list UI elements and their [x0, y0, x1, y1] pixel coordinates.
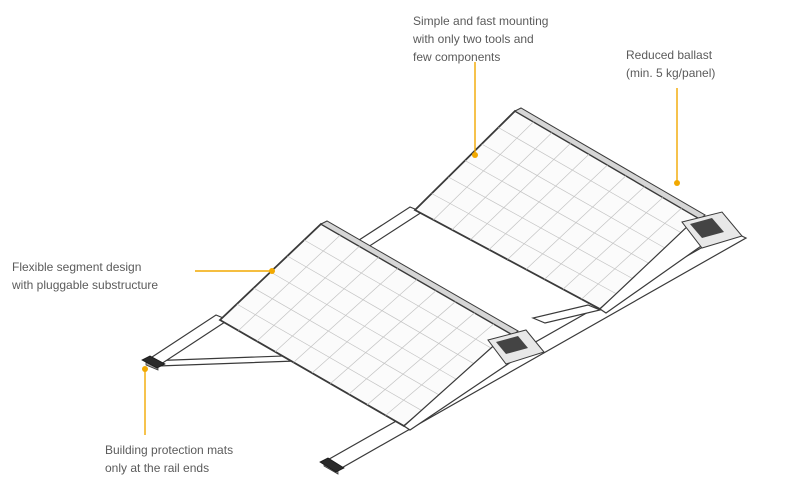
callout-segment-design: Flexible segment design with pluggable s… [12, 258, 158, 294]
leader-dot-segment [269, 268, 275, 274]
callout-mounting: Simple and fast mounting with only two t… [413, 12, 548, 66]
callout-mats-line-2: only at the rail ends [105, 461, 210, 475]
callout-ballast-line-2: (min. 5 kg/panel) [626, 66, 716, 80]
leader-dot-ballast [674, 180, 680, 186]
callout-ballast: Reduced ballast (min. 5 kg/panel) [626, 46, 715, 82]
solar-panel-front [218, 220, 519, 428]
leader-dot-mounting [472, 152, 478, 158]
callout-mounting-line-3: few components [413, 50, 501, 64]
callout-mounting-line-1: Simple and fast mounting [413, 14, 549, 28]
callout-ballast-line-1: Reduced ballast [626, 48, 713, 62]
leader-lines [144, 62, 678, 435]
leader-dots [142, 152, 680, 372]
callout-protection-mats: Building protection mats only at the rai… [105, 441, 233, 477]
protection-mat-front [141, 355, 166, 369]
callout-mats-line-1: Building protection mats [105, 443, 234, 457]
cross-rail-middle [354, 206, 424, 248]
solar-panel-back [413, 107, 706, 311]
callout-segment-line-2: with pluggable substructure [12, 278, 159, 292]
callout-segment-line-1: Flexible segment design [12, 260, 142, 274]
leader-dot-mats [142, 366, 148, 372]
callout-mounting-line-2: with only two tools and [413, 32, 534, 46]
protection-mat-back [319, 457, 345, 473]
